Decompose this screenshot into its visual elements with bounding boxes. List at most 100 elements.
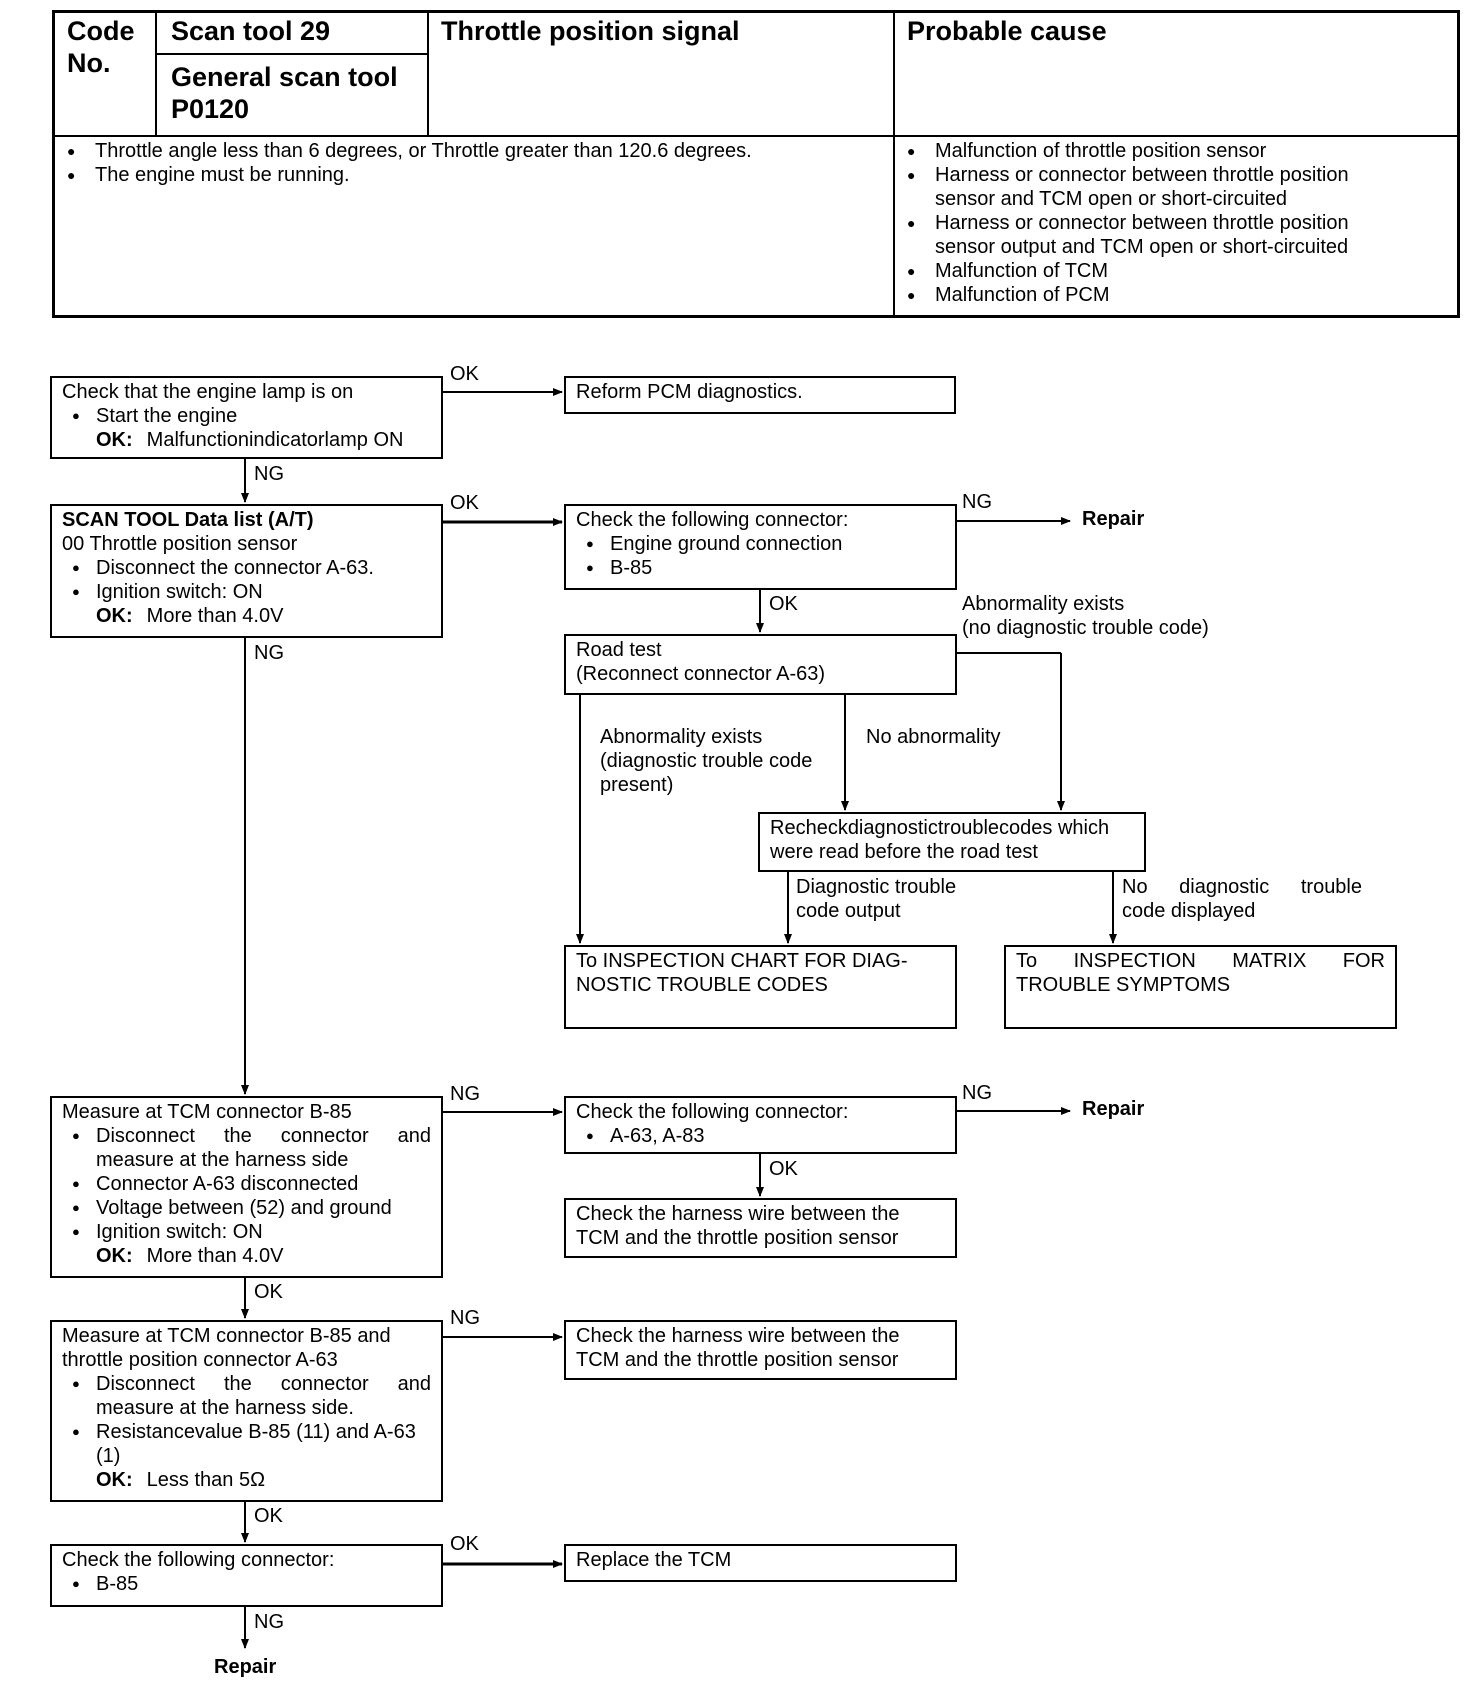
repair-label: Repair	[1082, 1098, 1145, 1120]
ng-label: NG	[962, 491, 992, 513]
general-scan-tool-heading: General scan tool P0120	[171, 62, 398, 124]
branch-label: Diagnostic trouble	[796, 876, 957, 898]
ok-criterion: OK:Less than 5Ω	[62, 1468, 431, 1492]
ok-label: OK:	[96, 429, 133, 451]
box-text: 00 Throttle position sensor	[62, 533, 298, 555]
check-engine-lamp-box: Check that the engine lamp is on Start t…	[50, 376, 443, 459]
replace-tcm-box: Replace the TCM	[564, 1544, 957, 1582]
cause-list: Malfunction of throttle position sensor …	[895, 139, 1351, 307]
ok-value: More than 4.0V	[146, 1245, 284, 1267]
list-item: Malfunction of PCM	[895, 283, 1351, 307]
inspection-matrix-box: To INSPECTION MATRIX FOR TROUBLE SYMPTOM…	[1004, 945, 1397, 1029]
ok-label: OK	[450, 492, 479, 514]
branch-label: (diagnostic trouble code	[600, 750, 813, 772]
reform-pcm-box: Reform PCM diagnostics.	[564, 376, 956, 414]
divider	[155, 53, 427, 55]
box-bullet: Disconnect the connector and measure at …	[62, 1124, 431, 1172]
list-item: Malfunction of throttle position sensor	[895, 139, 1351, 163]
check-connector-box: Check the following connector: A-63, A-8…	[564, 1096, 957, 1154]
box-text: (Reconnect connector A-63)	[576, 663, 826, 685]
ok-criterion: OK: More than 4.0V	[62, 1244, 431, 1268]
ok-label: OK	[769, 1158, 798, 1180]
box-bullet: Voltage between (52) and ground	[62, 1196, 431, 1220]
ng-label: NG	[450, 1307, 480, 1329]
box-bullet: Resistancevalue B-85 (11) and A-63 (1)	[62, 1420, 431, 1468]
repair-label: Repair	[214, 1656, 277, 1678]
box-text: throttle position connector A-63	[62, 1349, 338, 1371]
list-item: Throttle angle less than 6 degrees, or T…	[55, 139, 875, 163]
box-bullet: A-63, A-83	[576, 1124, 945, 1148]
ng-label: NG	[450, 1083, 480, 1105]
header-table: Code No. Scan tool 29 General scan tool …	[52, 10, 1460, 318]
ng-label: NG	[254, 642, 284, 664]
road-test-box: Road test (Reconnect connector A-63)	[564, 634, 957, 695]
divider	[893, 13, 895, 318]
ok-label: OK	[254, 1281, 283, 1303]
divider	[55, 135, 1460, 137]
box-text: To INSPECTION CHART FOR DIAG-	[576, 950, 908, 972]
divider	[155, 13, 157, 137]
branch-label: Abnormality exists	[962, 593, 1125, 615]
box-text: Recheckdiagnostictroublecodes which	[770, 817, 1110, 839]
box-text: Road test	[576, 639, 662, 661]
check-harness-box: Check the harness wire between the TCM a…	[564, 1198, 957, 1258]
box-text: Reform PCM diagnostics.	[576, 381, 803, 403]
box-bullet: B-85	[576, 556, 945, 580]
box-text: TCM and the throttle position sensor	[576, 1349, 899, 1371]
measure-voltage-box: Measure at TCM connector B-85 Disconnect…	[50, 1096, 443, 1278]
ok-label: OK:	[96, 605, 133, 627]
recheck-dtc-box: Recheckdiagnostictroublecodes which were…	[758, 812, 1146, 872]
box-text: TCM and the throttle position sensor	[576, 1227, 899, 1249]
inspection-chart-box: To INSPECTION CHART FOR DIAG- NOSTIC TRO…	[564, 945, 957, 1029]
box-bullet: Disconnect the connector and measure at …	[62, 1372, 431, 1420]
ok-label: OK	[450, 363, 479, 385]
ok-value: Less than 5Ω	[146, 1469, 266, 1491]
condition-list: Throttle angle less than 6 degrees, or T…	[55, 139, 875, 187]
box-bullet: Engine ground connection	[576, 532, 945, 556]
ng-label: NG	[254, 463, 284, 485]
ng-label: NG	[962, 1082, 992, 1104]
box-text: Replace the TCM	[576, 1549, 732, 1571]
branch-label: Abnormality exists	[600, 726, 763, 748]
ok-criterion: OK: Malfunctionindicatorlamp ON	[62, 428, 431, 452]
box-text: Check the following connector:	[576, 1101, 849, 1123]
list-item: The engine must be running.	[55, 163, 875, 187]
branch-label: (no diagnostic trouble code)	[962, 617, 1209, 639]
box-text: Check the harness wire between the	[576, 1203, 900, 1225]
branch-label: code output	[796, 900, 901, 922]
box-bullet: Ignition switch: ON	[62, 1220, 431, 1244]
branch-label: No abnormality	[866, 726, 1001, 748]
list-item: Harness or connector between throttle po…	[895, 211, 1351, 259]
box-bullet: Connector A-63 disconnected	[62, 1172, 431, 1196]
box-text: Check the following connector:	[62, 1549, 335, 1571]
scan-tool-data-box: SCAN TOOL Data list (A/T) 00 Throttle po…	[50, 504, 443, 638]
list-item: Harness or connector between throttle po…	[895, 163, 1351, 211]
title-heading: Throttle position signal	[441, 16, 740, 46]
list-item: Malfunction of TCM	[895, 259, 1351, 283]
repair-label: Repair	[1082, 508, 1145, 530]
box-text: Measure at TCM connector B-85	[62, 1101, 352, 1123]
box-text: NOSTIC TROUBLE CODES	[576, 974, 828, 996]
box-title: SCAN TOOL Data list (A/T)	[62, 509, 314, 531]
check-connector-box: Check the following connector: B-85	[50, 1544, 443, 1607]
box-text: Check the following connector:	[576, 509, 849, 531]
check-connector-box: Check the following connector: Engine gr…	[564, 504, 957, 590]
ok-label: OK:	[96, 1245, 133, 1267]
ok-value: Malfunctionindicatorlamp ON	[146, 429, 404, 451]
ok-criterion: OK: More than 4.0V	[62, 604, 431, 628]
code-no-heading: Code No.	[67, 16, 135, 78]
divider	[427, 13, 429, 137]
ok-value: More than 4.0V	[146, 605, 284, 627]
branch-label: code displayed	[1122, 900, 1256, 922]
box-bullet: Disconnect the connector A-63.	[62, 556, 431, 580]
branch-label: present)	[600, 774, 674, 796]
box-text: Check the harness wire between the	[576, 1325, 900, 1347]
scan-tool-29-heading: Scan tool 29	[171, 16, 331, 46]
box-text: Measure at TCM connector B-85 and	[62, 1325, 391, 1347]
box-text: TROUBLE SYMPTOMS	[1016, 974, 1231, 996]
box-text: Check that the engine lamp is on	[62, 381, 354, 403]
measure-resistance-box: Measure at TCM connector B-85 and thrott…	[50, 1320, 443, 1502]
box-bullet: B-85	[62, 1572, 431, 1596]
check-harness-box: Check the harness wire between the TCM a…	[564, 1320, 957, 1380]
